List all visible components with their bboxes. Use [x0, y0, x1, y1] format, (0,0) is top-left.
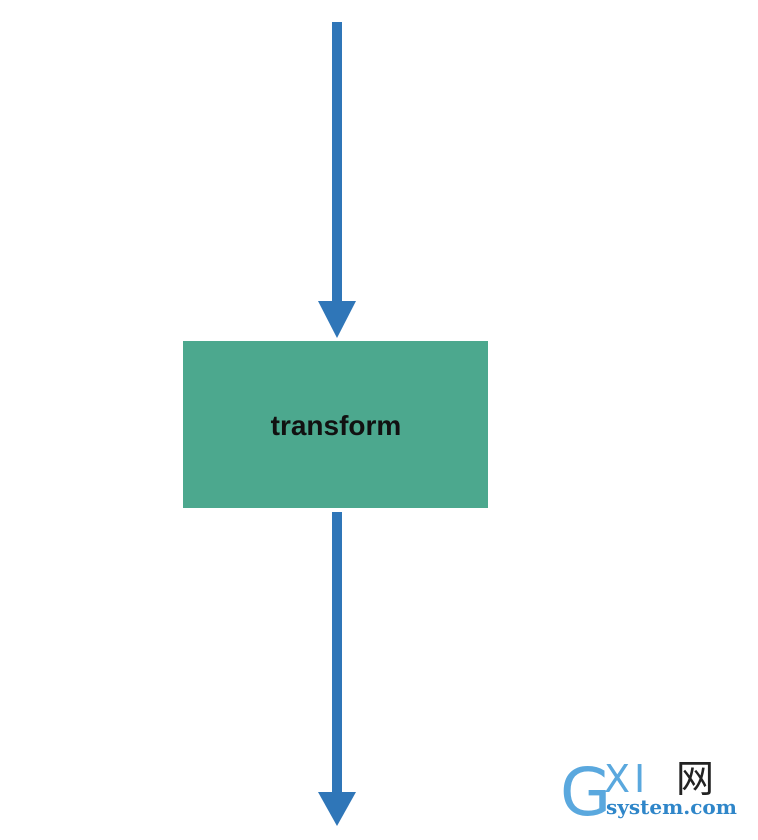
transform-label: transform	[271, 410, 402, 441]
arrow-bottom-head	[318, 792, 356, 826]
watermark-logo: G XI 网 system.com	[560, 754, 737, 831]
watermark-domain: system.com	[606, 795, 737, 819]
arrow-top-shaft	[332, 22, 342, 304]
transform-node: transform	[183, 341, 488, 508]
watermark-letter-g: G	[560, 754, 611, 831]
watermark-xi: XI	[604, 757, 649, 801]
arrow-bottom	[318, 512, 356, 826]
arrow-top-head	[318, 301, 356, 338]
transform-box	[183, 341, 488, 508]
arrow-bottom-shaft	[332, 512, 342, 794]
watermark-net: 网	[676, 757, 714, 801]
arrow-top	[318, 22, 356, 338]
